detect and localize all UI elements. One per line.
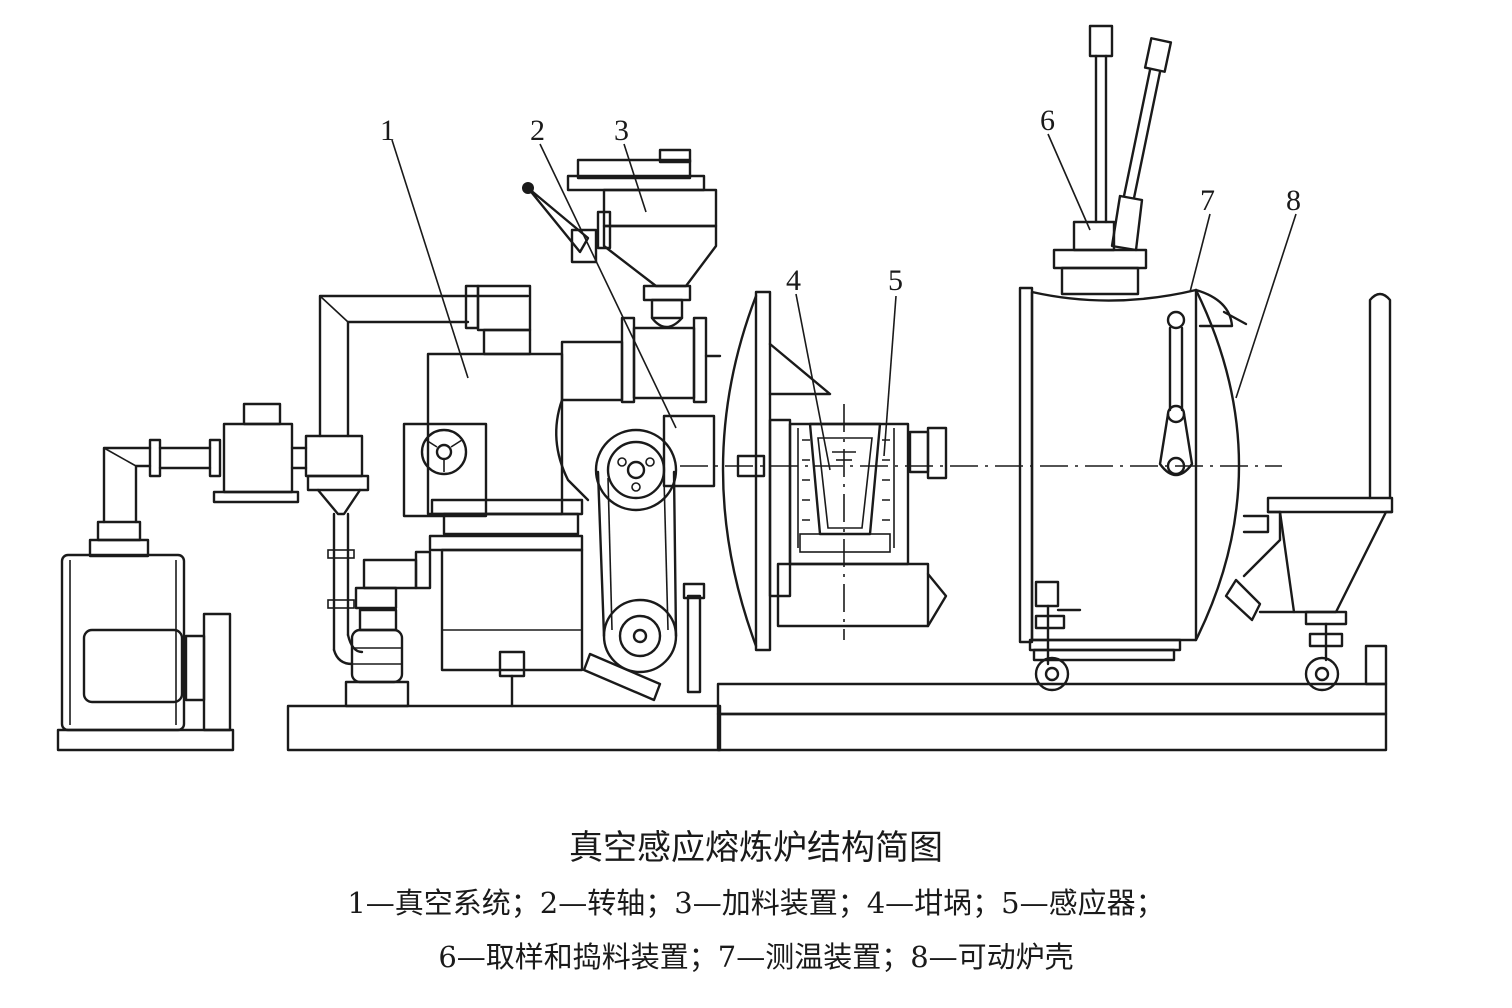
leader-lines (391, 133, 1297, 471)
vacuum-pump (56, 402, 308, 752)
callout-2: 2 (530, 114, 545, 147)
furnace-diagram: 1 2 3 4 5 6 7 8 (56, 24, 1394, 752)
callout-8: 8 (1286, 184, 1301, 217)
callout-3: 3 (614, 114, 629, 147)
callout-7: 7 (1200, 184, 1215, 217)
callout-6: 6 (1040, 104, 1055, 137)
rotating-shaft (555, 340, 716, 702)
crucible (799, 422, 891, 553)
side-stand (1224, 292, 1394, 692)
legend-line-1: 1—真空系统；2—转轴；3—加料装置；4—坩埚；5—感应器； (347, 886, 1165, 920)
callout-5: 5 (888, 264, 903, 297)
legend-line-2: 6—取样和捣料装置；7—测温装置；8—可动炉壳 (438, 940, 1074, 974)
sampling-device (1052, 24, 1173, 296)
furnace-neck (620, 316, 722, 404)
melting-chamber (721, 290, 948, 652)
vacuum-system (304, 284, 584, 708)
base-frame (286, 644, 1388, 752)
movable-shell (1018, 286, 1248, 692)
diagram-title: 真空感应熔炼炉结构简图 (569, 828, 943, 868)
temperature-device (1158, 310, 1194, 477)
callout-1: 1 (380, 114, 395, 147)
callout-4: 4 (786, 264, 801, 297)
charging-device (522, 148, 718, 329)
